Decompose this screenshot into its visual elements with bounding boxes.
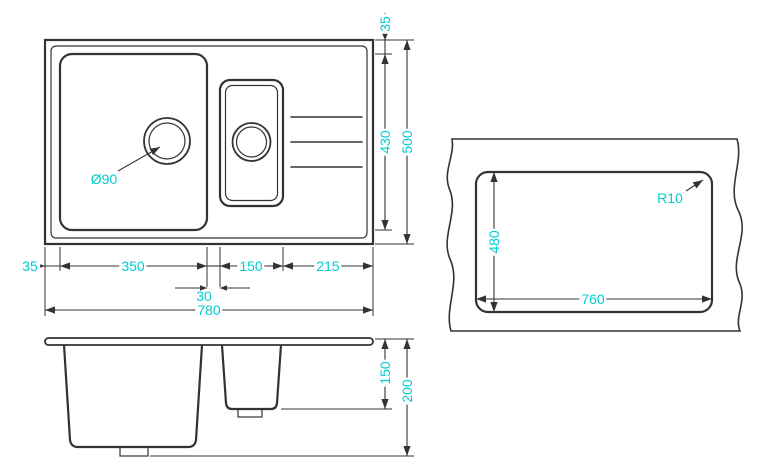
half-drain-outer [231, 122, 272, 162]
main-drain-outer [143, 117, 191, 165]
side-dims [150, 338, 414, 457]
main-drain-stub [119, 446, 149, 457]
dim-left-margin-label: 35 [20, 258, 40, 274]
main-drain-inner [148, 122, 186, 160]
worktop-panel [446, 138, 743, 332]
dim-overall-depth-label: 500 [399, 128, 415, 156]
dim-cutout-height-label: 480 [486, 228, 502, 256]
dim-bowl-gap-label: 30 [196, 288, 212, 304]
half-bowl-profile [220, 344, 283, 411]
sink-outer-edge [43, 38, 375, 246]
dim-main-bowl-width-label: 350 [119, 258, 147, 274]
plan-view [43, 38, 375, 246]
dim-overall-height-label: 200 [399, 377, 415, 405]
dim-cutout-width-label: 760 [579, 291, 607, 307]
dim-drain-diameter-label: Ø90 [90, 171, 118, 187]
half-bowl-inner [224, 84, 279, 202]
dim-half-bowl-depth-label: 150 [377, 359, 393, 387]
drain-diameter-leader [117, 146, 161, 172]
side-view [44, 337, 374, 457]
drainboard-grooves [290, 116, 363, 168]
half-drain-stub [237, 408, 263, 418]
dim-corner-radius-label: R10 [657, 190, 683, 206]
main-bowl-profile [62, 344, 204, 449]
dim-drainboard-width-label: 215 [314, 258, 342, 274]
rim-profile [44, 337, 374, 346]
sink-rim [50, 45, 368, 239]
dim-top-margin-label: 35 [377, 14, 393, 34]
cutout-outline [474, 170, 714, 314]
corner-radius-leader [685, 179, 704, 192]
dim-overall-width-label: 780 [195, 302, 223, 318]
dim-bowl-span-label: 430 [377, 128, 393, 156]
dim-half-bowl-width-label: 150 [237, 258, 265, 274]
main-bowl [58, 52, 209, 232]
half-bowl [218, 78, 285, 208]
half-drain-inner [235, 126, 268, 158]
